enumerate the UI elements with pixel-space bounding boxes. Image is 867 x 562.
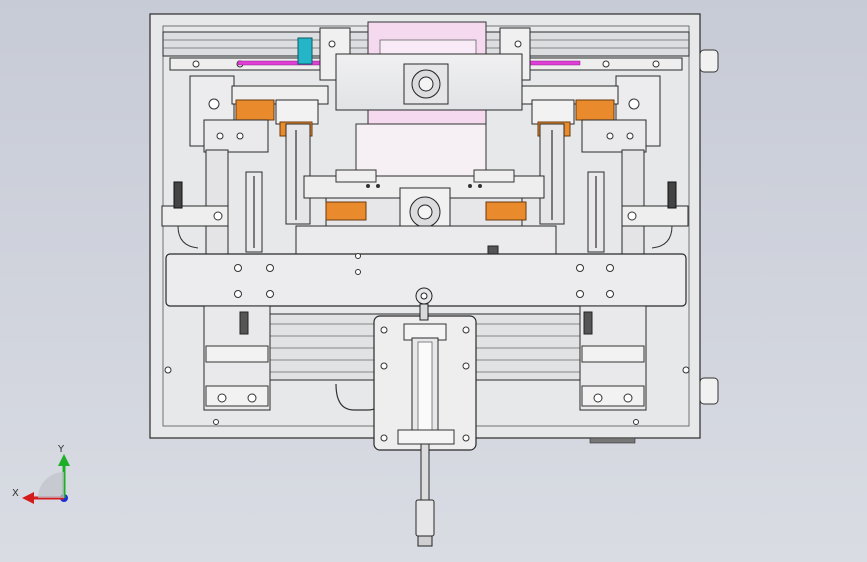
cyan-block: [297, 37, 313, 65]
lower-horizontal-plate: [165, 253, 687, 307]
top-carriage: [319, 27, 531, 111]
y-axis-label: Y: [57, 444, 65, 455]
middle-cross-plate: [295, 123, 557, 279]
triad-plane: [38, 472, 64, 498]
magenta-strip-right: [521, 60, 581, 66]
x-axis-label: X: [12, 488, 19, 499]
magenta-strip-left: [237, 60, 331, 66]
orientation-triad[interactable]: Y X: [10, 440, 80, 510]
orange-bearing-right: [485, 201, 527, 221]
side-sensor-brackets: [161, 181, 689, 249]
orange-bearing-left: [325, 201, 367, 221]
left-upper-carriage: [189, 75, 329, 153]
lower-side-blocks: [203, 305, 647, 411]
vertical-columns: [205, 123, 645, 261]
cylinder-assembly: [373, 287, 477, 547]
